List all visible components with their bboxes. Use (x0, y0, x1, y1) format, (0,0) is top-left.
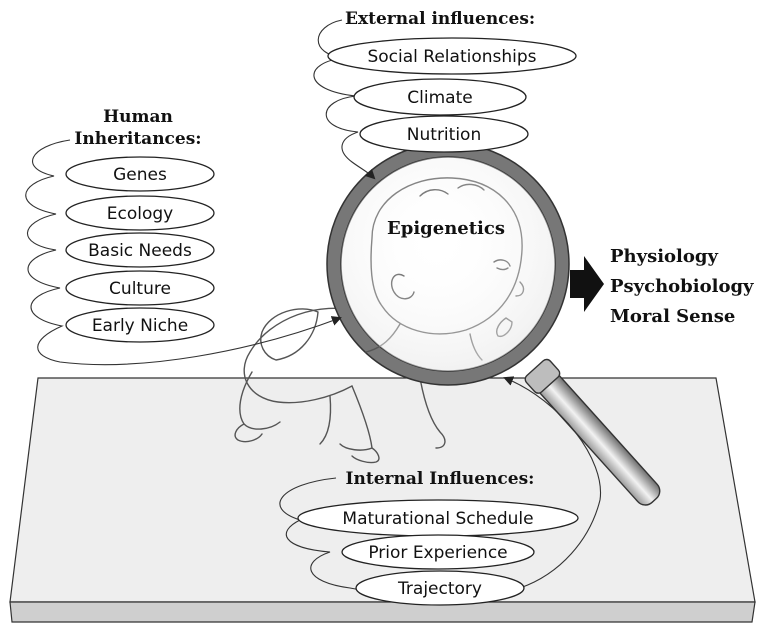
outcomes-group: Physiology Psychobiology Moral Sense (570, 246, 754, 327)
internal-influences-heading: Internal Influences: (346, 469, 535, 489)
human-inheritances-heading-line1: Human (103, 107, 173, 127)
external-influences-heading: External influences: (345, 9, 535, 29)
internal-item-maturational-schedule-label: Maturational Schedule (342, 509, 533, 529)
inheritance-item-culture-label: Culture (109, 279, 171, 299)
inheritance-item-basic-needs-label: Basic Needs (88, 241, 192, 261)
outcome-item-moral-sense: Moral Sense (610, 306, 735, 327)
human-inheritances-heading-line2: Inheritances: (74, 129, 201, 149)
external-item-climate-label: Climate (407, 88, 472, 108)
outcome-item-physiology: Physiology (610, 246, 718, 267)
internal-item-prior-experience-label: Prior Experience (368, 543, 507, 563)
external-item-social-relationships-label: Social Relationships (367, 47, 536, 67)
external-item-nutrition-label: Nutrition (407, 125, 481, 145)
inheritance-item-ecology-label: Ecology (107, 204, 173, 224)
epigenetics-label: Epigenetics (387, 218, 505, 239)
human-inheritances-group: Human Inheritances: Genes Ecology Basic … (26, 107, 340, 365)
inheritance-item-early-niche-label: Early Niche (92, 316, 188, 336)
inheritance-item-genes-label: Genes (113, 165, 167, 185)
outcome-item-psychobiology: Psychobiology (610, 276, 754, 297)
outcome-arrow-icon (570, 256, 604, 312)
internal-item-trajectory-label: Trajectory (397, 579, 482, 599)
